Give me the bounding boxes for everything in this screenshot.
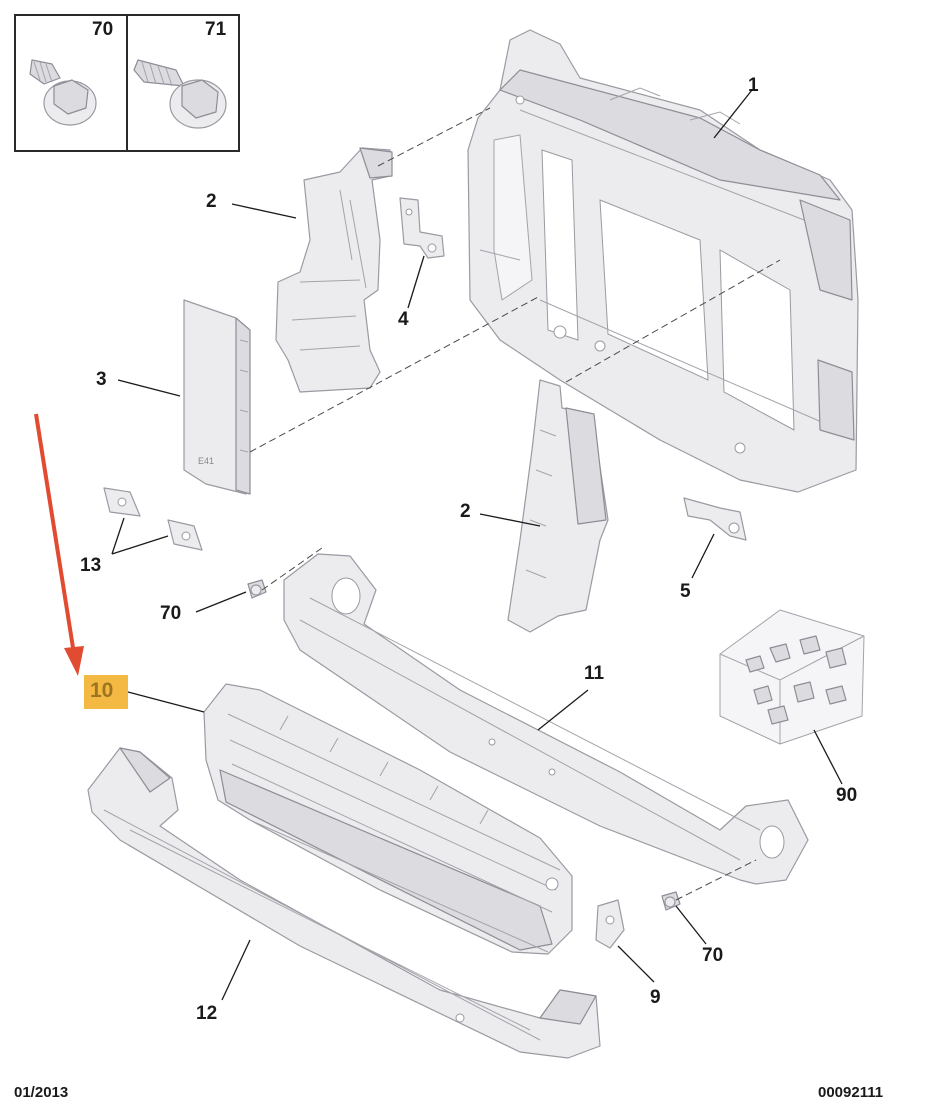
callout-11: 11 (584, 663, 605, 684)
footer-date: 01/2013 (14, 1084, 69, 1101)
inset-label-70: 70 (92, 19, 114, 40)
air-guide-shutter-10[interactable] (203, 683, 573, 955)
callout-12: 12 (196, 1003, 218, 1024)
callout-3: 3 (96, 369, 107, 390)
lower-crossbeam-12 (87, 747, 601, 1059)
leader-13-b (111, 535, 169, 555)
bracket-part-5 (683, 497, 747, 541)
flange-bolt-71-illustration (133, 59, 227, 129)
bracket-part-4 (399, 197, 445, 259)
foam-panel-marking: E41 (198, 456, 214, 466)
front-end-carrier-frame (467, 29, 859, 493)
leader-10 (127, 691, 205, 713)
bolt-70-right-illustration (661, 891, 681, 911)
air-deflector-upper (275, 147, 393, 393)
callout-70-right: 70 (702, 945, 724, 966)
assembly-line-5 (675, 859, 757, 901)
callout-13: 13 (80, 555, 102, 576)
bumper-crossbeam-11 (283, 553, 809, 885)
callout-5: 5 (680, 581, 691, 602)
footer-reference: 00092111 (818, 1084, 884, 1101)
clips-part-13 (103, 487, 203, 551)
assembly-line-3 (565, 259, 781, 383)
leader-2-top (231, 203, 297, 219)
air-deflector-side (507, 379, 609, 633)
assembly-line-4 (261, 547, 323, 591)
foam-panel (183, 299, 251, 495)
callout-10[interactable]: 10 (90, 679, 114, 702)
callout-9: 9 (650, 987, 661, 1008)
assembly-line-1 (377, 107, 491, 167)
callout-90: 90 (836, 785, 858, 806)
leader-90 (813, 729, 843, 785)
flange-bolt-70-illustration (29, 59, 97, 126)
leader-9 (617, 945, 655, 983)
leader-70-right (675, 905, 707, 945)
leader-3 (117, 379, 181, 397)
fastener-kit-box-90 (719, 609, 865, 745)
leader-2-mid (479, 513, 541, 527)
inset-divider (126, 14, 128, 152)
clip-part-9 (595, 899, 625, 949)
leader-1 (713, 89, 753, 139)
leader-11 (537, 689, 589, 731)
callout-2-top: 2 (206, 191, 217, 212)
leader-4 (407, 255, 425, 309)
leader-13-a (111, 517, 125, 555)
inset-label-71: 71 (205, 19, 227, 40)
callout-70-left: 70 (160, 603, 182, 624)
callout-1: 1 (748, 75, 759, 96)
leader-12 (221, 939, 251, 1001)
bolt-70-left-illustration (247, 579, 267, 599)
callout-2-mid: 2 (460, 501, 471, 522)
leader-5 (691, 533, 715, 579)
leader-70-left (195, 591, 247, 613)
callout-4: 4 (398, 309, 409, 330)
red-pointer-arrow (34, 413, 84, 676)
callout-10-highlight (84, 675, 128, 709)
